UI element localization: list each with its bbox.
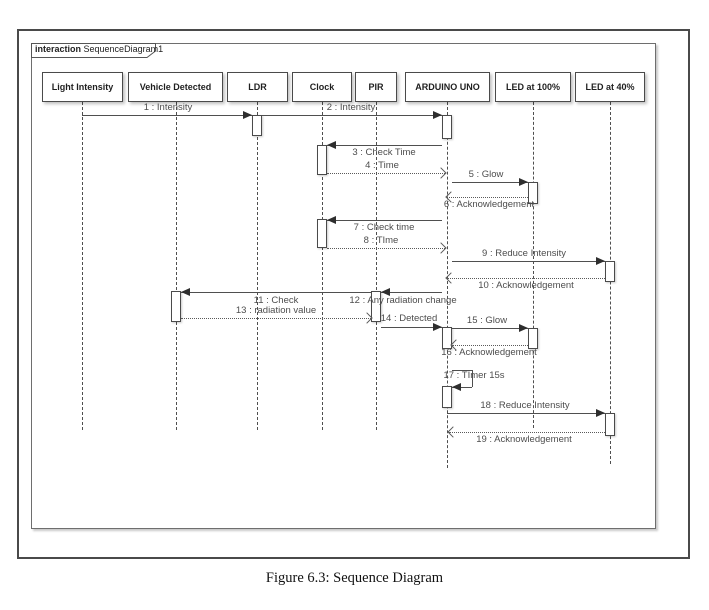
message-arrowhead-3 [327, 141, 336, 149]
message-arrowhead-15 [519, 324, 528, 332]
message-line-4 [327, 173, 445, 174]
message-line-17-v [472, 370, 473, 387]
message-label-14: 14 : Detected [380, 313, 438, 324]
message-line-18 [447, 413, 605, 414]
message-arrowhead-12 [381, 288, 390, 296]
message-arrowhead-2 [433, 111, 442, 119]
frame-label-text: interaction SequenceDiagram1 [35, 44, 163, 54]
lifeline-head-light-intensity: Light Intensity [42, 72, 123, 102]
message-arrowhead-19 [447, 426, 459, 438]
frame-label-pentagon [31, 43, 156, 58]
diagram-name: SequenceDiagram1 [83, 44, 164, 54]
activation-bar-led-100-3 [528, 182, 538, 204]
message-label-4: 4 : Time [365, 160, 399, 171]
lifeline-head-clock: Clock [292, 72, 352, 102]
message-label-7: 7 : Check time [353, 222, 415, 233]
lifeline-head-led-100: LED at 100% [495, 72, 571, 102]
message-line-11 [181, 292, 371, 293]
lifeline-line-light-intensity [82, 102, 83, 430]
message-line-8 [327, 248, 445, 249]
message-arrowhead-17 [452, 383, 461, 391]
lifeline-line-clock [322, 102, 323, 430]
message-label-12: 12 : Any radiation change [349, 295, 457, 306]
message-arrowhead-1 [243, 111, 252, 119]
message-label-15: 15 : Glow [466, 315, 508, 326]
activation-bar-pir-7 [371, 291, 381, 322]
message-line-12 [381, 292, 442, 293]
message-line-1 [82, 115, 252, 116]
message-line-17-b [452, 387, 472, 388]
message-arrowhead-8 [435, 242, 447, 254]
message-arrowhead-4 [435, 167, 447, 179]
message-line-5 [452, 182, 528, 183]
message-line-10 [447, 278, 605, 279]
message-label-10: 10 : Acknowledgement [478, 280, 574, 291]
message-label-3: 3 : Check Time [352, 147, 416, 158]
message-label-8: 8 : TIme [363, 235, 399, 246]
activation-bar-led-100-9 [528, 328, 538, 349]
message-line-17 [452, 370, 472, 371]
lifeline-line-led-100 [533, 102, 534, 428]
message-label-16: 16 : Acknowledgement [441, 347, 537, 358]
lifeline-line-ldr [257, 102, 258, 430]
activation-bar-clock-4 [317, 219, 327, 248]
message-label-11: 11 : Check [253, 295, 299, 306]
message-line-3 [327, 145, 442, 146]
activation-bar-ldr-0 [252, 115, 262, 136]
message-line-19 [449, 432, 605, 433]
message-label-17: 17 : TImer 15s [443, 370, 505, 381]
message-arrowhead-9 [596, 257, 605, 265]
lifeline-line-arduino-uno [447, 102, 448, 468]
activation-bar-clock-2 [317, 145, 327, 175]
lifeline-line-led-40 [610, 102, 611, 464]
activation-bar-arduino-uno-1 [442, 115, 452, 139]
activation-bar-vehicle-detected-6 [171, 291, 181, 322]
interaction-frame-label: interaction SequenceDiagram1 [31, 43, 163, 58]
message-label-5: 5 : Glow [468, 169, 504, 180]
message-label-19: 19 : Acknowledgement [476, 434, 572, 445]
activation-bar-led-40-11 [605, 413, 615, 436]
message-line-7 [327, 220, 442, 221]
activation-bar-led-40-5 [605, 261, 615, 282]
lifeline-head-vehicle-detected: Vehicle Detected [128, 72, 223, 102]
message-label-9: 9 : Reduce Intensity [482, 248, 566, 259]
message-line-15 [452, 328, 528, 329]
lifeline-line-vehicle-detected [176, 102, 177, 430]
diagram-frame [31, 43, 656, 529]
message-line-9 [452, 261, 605, 262]
message-label-1: 1 : Intensity [143, 102, 193, 113]
message-arrowhead-14 [433, 323, 442, 331]
lifeline-line-pir [376, 102, 377, 430]
message-arrowhead-7 [327, 216, 336, 224]
activation-bar-arduino-uno-8 [442, 327, 452, 349]
message-arrowhead-5 [519, 178, 528, 186]
message-line-13 [181, 318, 371, 319]
message-line-2 [262, 115, 442, 116]
activation-bar-arduino-uno-10 [442, 386, 452, 408]
lifeline-head-led-40: LED at 40% [575, 72, 645, 102]
message-line-6 [447, 197, 528, 198]
message-label-2: 2 : Intensity [326, 102, 376, 113]
message-label-6: 6 : Acknowledgement [443, 199, 535, 210]
figure-caption: Figure 6.3: Sequence Diagram [265, 570, 444, 586]
message-label-18: 18 : Reduce Intensity [480, 400, 570, 411]
message-line-16 [452, 345, 528, 346]
message-label-13: 13 : radiation value [235, 305, 317, 316]
interaction-keyword: interaction [35, 44, 82, 54]
message-arrowhead-18 [596, 409, 605, 417]
message-arrowhead-11 [181, 288, 190, 296]
message-line-14 [381, 327, 442, 328]
lifeline-head-ldr: LDR [227, 72, 288, 102]
lifeline-head-pir: PIR [355, 72, 397, 102]
lifeline-head-arduino-uno: ARDUINO UNO [405, 72, 490, 102]
